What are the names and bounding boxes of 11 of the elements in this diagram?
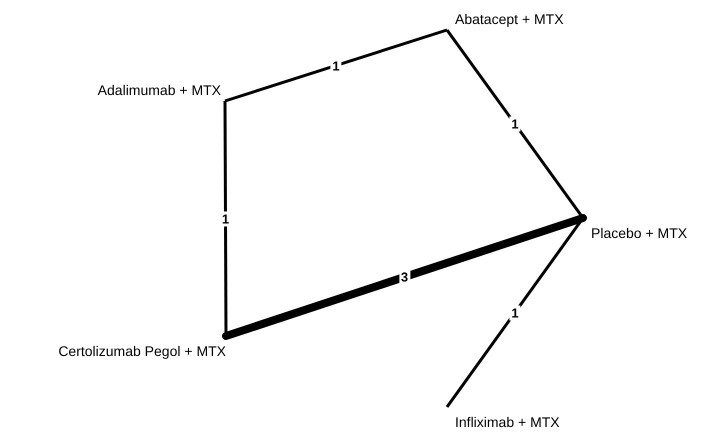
node-label: Adalimumab + MTX xyxy=(98,83,225,101)
node-label: Placebo + MTX xyxy=(583,218,688,240)
network-edge xyxy=(224,28,448,102)
edge-label: 1 xyxy=(509,116,521,132)
edge-label: 3 xyxy=(398,270,410,284)
node-label: Certolizumab Pegol + MTX xyxy=(58,336,226,358)
edge-label: 1 xyxy=(509,305,521,320)
network-edge xyxy=(222,214,587,340)
node-label: Abatacept + MTX xyxy=(447,12,564,30)
edge-label: 1 xyxy=(220,211,232,226)
node-label: Infliximab + MTX xyxy=(447,407,560,429)
